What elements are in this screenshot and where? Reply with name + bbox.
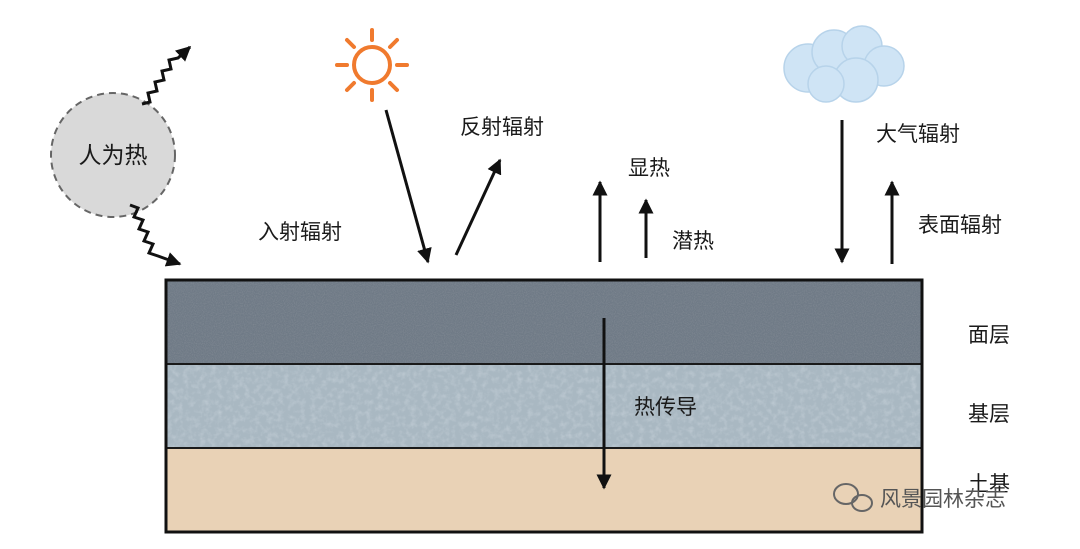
heat-conduction-label: 热传导 — [634, 395, 697, 419]
atmospheric-radiation-label: 大气辐射 — [876, 122, 960, 146]
layer-label-surface: 面层 — [968, 323, 1010, 347]
watermark: 风景园林杂志 — [833, 483, 1006, 512]
layer-base-texture — [166, 364, 922, 448]
layer-subgrade — [166, 448, 922, 532]
sensible-heat-label: 显热 — [628, 156, 670, 180]
pavement-layers — [164, 278, 924, 534]
layer-label-base: 基层 — [968, 402, 1010, 426]
sun-icon — [335, 28, 409, 102]
layers-border — [164, 278, 924, 534]
layer-surface-texture — [166, 280, 922, 364]
watermark-text: 风景园林杂志 — [880, 487, 1006, 511]
surface-radiation-label: 表面辐射 — [918, 213, 1002, 237]
wavy-arrow-down — [129, 203, 182, 267]
wechat-icon — [833, 483, 873, 512]
cloud-icon — [783, 25, 905, 103]
incident-radiation-arrow — [384, 109, 432, 264]
latent-heat-label: 潜热 — [672, 229, 714, 253]
wavy-arrow-up — [141, 45, 192, 106]
anthropogenic-heat-source: 人为热 — [50, 45, 192, 267]
heat-circle — [50, 92, 176, 218]
reflected-radiation-arrow — [454, 158, 502, 256]
anthropogenic-heat-label: 人为热 — [79, 143, 148, 169]
reflected-radiation-label: 反射辐射 — [460, 115, 544, 139]
layer-label-subgrade: 土基 — [968, 472, 1010, 496]
incident-radiation-label: 入射辐射 — [258, 220, 342, 244]
